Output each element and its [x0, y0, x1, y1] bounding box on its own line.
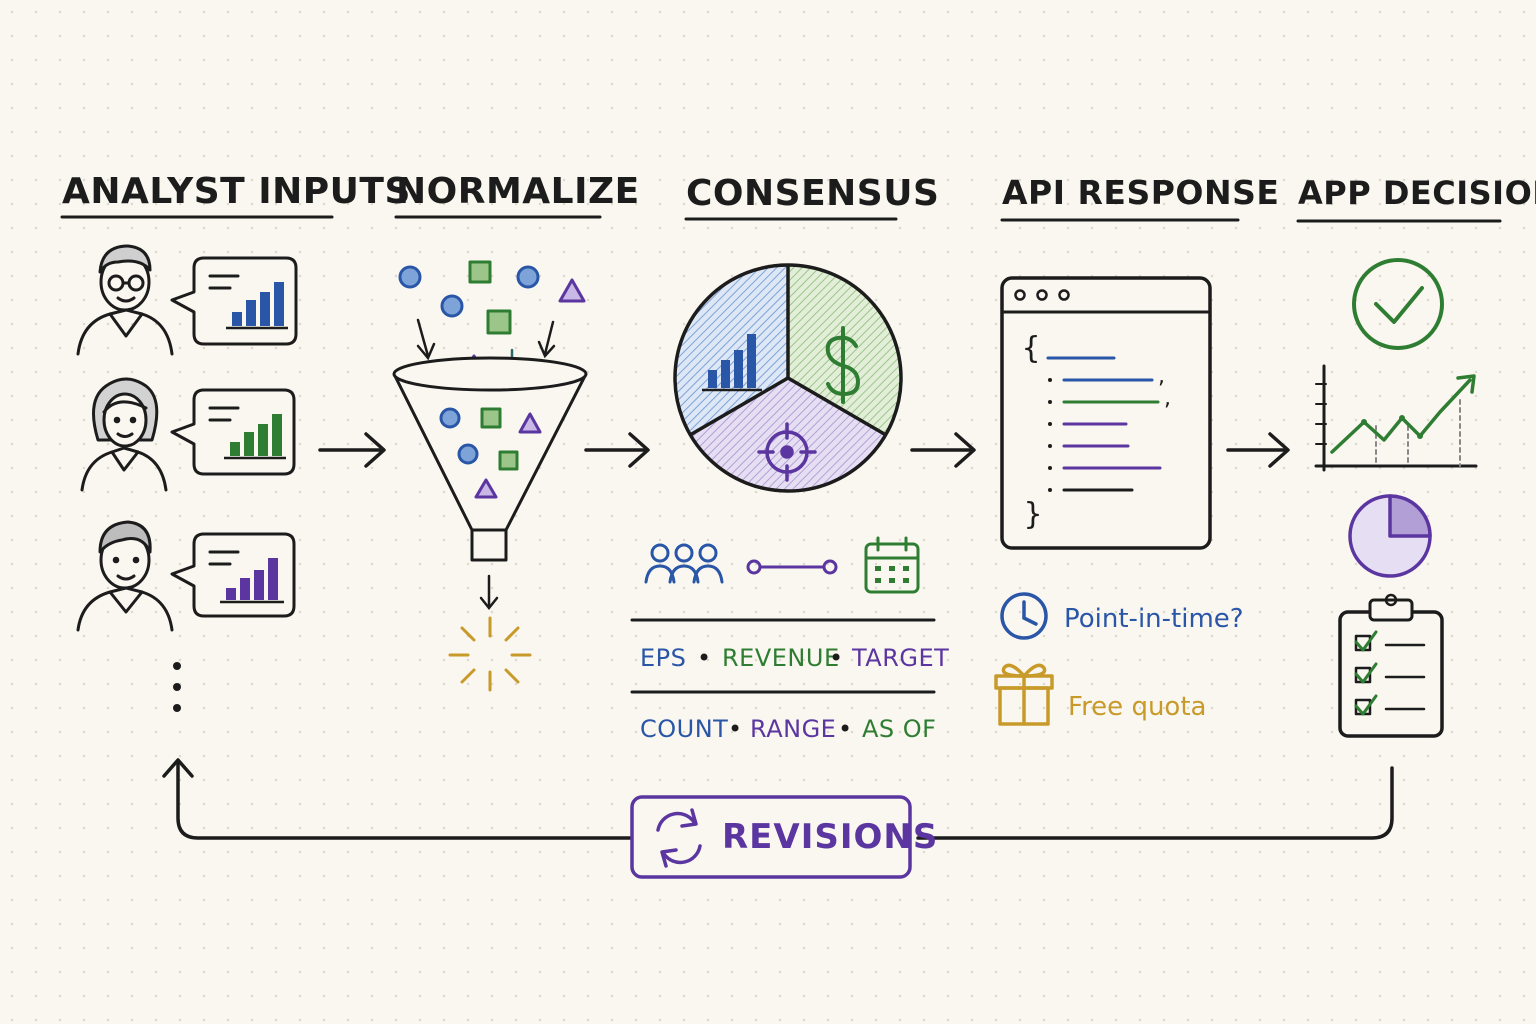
- note-point-in-time: Point-in-time?: [1064, 604, 1244, 634]
- stat-count: COUNT: [640, 715, 729, 743]
- growth-chart-icon: [1314, 364, 1478, 472]
- refresh-icon: [656, 808, 702, 868]
- stat-separator: •: [838, 715, 853, 743]
- title-underlines: [60, 215, 1502, 223]
- stage-title-normalize: NORMALIZE: [396, 171, 640, 212]
- sparkle-icon: [448, 616, 532, 692]
- stat-separator: •: [728, 715, 743, 743]
- metric-separator: •: [697, 644, 712, 672]
- json-comma: ,: [1164, 386, 1171, 411]
- json-open-brace: {: [1022, 331, 1041, 366]
- revisions-box: [630, 795, 912, 879]
- more-dots-icon: [173, 662, 181, 712]
- funnel-contents: [439, 407, 542, 499]
- clipboard-checklist-icon: [1338, 593, 1444, 738]
- input-shapes: [398, 260, 586, 375]
- metric-separator: •: [829, 644, 844, 672]
- stage-title-analyst-inputs: ANALYST INPUTS: [62, 171, 411, 212]
- stage-title-app-decision: APP DECISION: [1298, 174, 1536, 212]
- pie-chart-icon: [1348, 494, 1432, 578]
- checkmark-icon: [1352, 258, 1444, 350]
- speech-bubble-chart: [170, 532, 296, 618]
- analyst-avatar: [76, 244, 174, 356]
- stat-as-of: AS OF: [862, 715, 937, 743]
- stage-title-api-response: API RESPONSE: [1002, 173, 1280, 212]
- analyst-avatar: [76, 520, 174, 632]
- metric-target: TARGET: [852, 644, 950, 672]
- stage-title-consensus: CONSENSUS: [686, 173, 940, 214]
- target-icon: [757, 422, 817, 482]
- metric-revenue: REVENUE: [722, 644, 840, 672]
- speech-bubble-chart: [170, 388, 296, 476]
- json-close-brace: }: [1024, 497, 1043, 532]
- flow-arrows: [318, 432, 1290, 468]
- json-comma: ,: [1158, 364, 1165, 389]
- browser-window-icon: [1000, 276, 1212, 550]
- funnel-icon: [392, 356, 588, 562]
- speech-bubble-chart: [170, 256, 298, 346]
- range-icon: [746, 559, 838, 575]
- feedback-loop: [162, 758, 1394, 840]
- consensus-dividers: [630, 618, 936, 694]
- stat-range: RANGE: [750, 715, 837, 743]
- dollar-icon: [825, 326, 861, 404]
- gift-icon: [994, 663, 1054, 726]
- people-icon: [644, 543, 724, 584]
- analyst-avatar: [80, 377, 168, 492]
- clock-icon: [1000, 592, 1048, 640]
- drop-arrows: [416, 318, 556, 361]
- revisions-label: REVISIONS: [722, 817, 939, 857]
- metric-eps: EPS: [640, 644, 687, 672]
- note-free-quota: Free quota: [1068, 692, 1207, 722]
- calendar-icon: [864, 536, 920, 594]
